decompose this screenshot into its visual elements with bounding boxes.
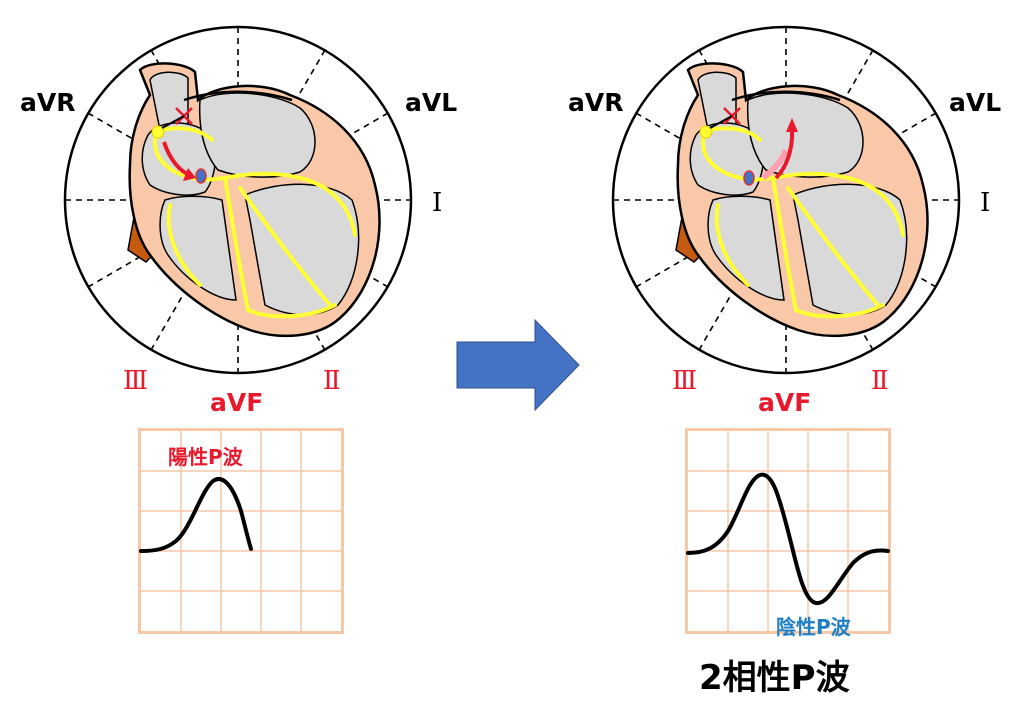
left-panel: aVR aVL Ⅰ Ⅲ Ⅱ aVF 陽性P波	[20, 25, 458, 634]
right-ventricle	[159, 195, 237, 301]
lead-label-i: Ⅰ	[432, 188, 443, 218]
bachmann-bundle	[161, 115, 185, 129]
lead-label-i: Ⅰ	[980, 188, 991, 218]
bachmann-bundle	[709, 115, 733, 129]
lead-label-avf: aVF	[758, 388, 812, 417]
left-atrium	[198, 92, 316, 178]
lead-label-avr: aVR	[20, 88, 76, 117]
positive-p-wave	[139, 477, 253, 553]
sa-node	[151, 125, 165, 139]
left-atrium	[746, 92, 864, 178]
sa-node	[699, 125, 713, 139]
propagation-arrow	[774, 129, 795, 180]
propagation-arrowhead	[183, 168, 196, 181]
lead-label-ii: Ⅱ	[323, 366, 341, 396]
biphasic-p-wave-caption: 2相性P波	[699, 658, 850, 698]
biphasic-p-wave	[686, 472, 890, 605]
propagation-arrowhead	[786, 118, 798, 132]
right-ventricle	[707, 195, 785, 301]
right-panel: aVR aVL Ⅰ Ⅲ Ⅱ aVF 陰性P波 2相性P波	[512, 0, 1024, 721]
lead-label-ii: Ⅱ	[871, 366, 889, 396]
aorta	[697, 71, 737, 131]
lead-label-avl: aVL	[949, 88, 1002, 117]
hexaxial-heart-diagram-right	[611, 25, 961, 375]
av-node	[195, 168, 207, 184]
lead-label-avl: aVL	[405, 88, 458, 117]
av-node	[743, 170, 755, 186]
ecg-trace-left	[139, 431, 341, 631]
lead-label-avr: aVR	[568, 88, 624, 117]
left-atrium-roof	[731, 90, 841, 102]
lead-label-iii: Ⅲ	[672, 366, 698, 396]
retrograde-conduction	[761, 148, 789, 181]
positive-p-wave-label: 陽性P波	[168, 445, 243, 469]
aorta	[149, 71, 189, 131]
lead-label-iii: Ⅲ	[123, 366, 149, 396]
ecg-grid-right: 陰性P波	[685, 428, 891, 639]
negative-p-wave-label: 陰性P波	[776, 615, 851, 639]
left-atrium-roof	[183, 90, 293, 102]
lead-label-avf: aVF	[210, 388, 264, 417]
ecg-grid-left: 陽性P波	[138, 428, 344, 634]
right-arrow-icon	[456, 318, 580, 412]
ecg-trace-right	[686, 431, 890, 631]
hexaxial-heart-diagram-left	[63, 25, 413, 375]
